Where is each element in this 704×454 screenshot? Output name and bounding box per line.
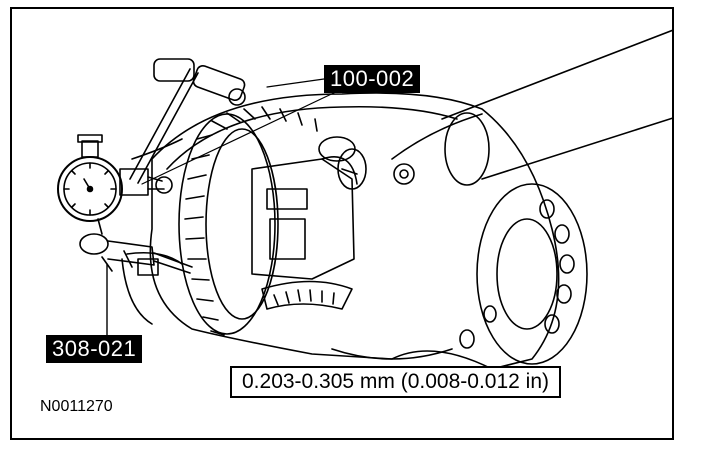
figure-frame: 100-002 308-021 0.203-0.305 mm (0.008-0.…	[10, 7, 674, 440]
backlash-specification: 0.203-0.305 mm (0.008-0.012 in)	[230, 366, 562, 398]
differential-illustration	[57, 29, 672, 370]
magnetic-base-rod	[129, 58, 246, 184]
tool-number-308-021: 308-021	[46, 335, 143, 363]
ring-gear	[178, 106, 318, 336]
mounting-flange	[459, 183, 588, 365]
tool-number-100-002: 100-002	[324, 65, 421, 93]
dial-indicator	[57, 134, 173, 235]
differential-housing	[121, 92, 560, 370]
axle-tube	[391, 29, 672, 186]
leader-lines	[141, 78, 343, 185]
differential-case	[251, 136, 367, 310]
figure-id: N0011270	[40, 398, 113, 415]
indicator-clamp	[79, 233, 193, 338]
